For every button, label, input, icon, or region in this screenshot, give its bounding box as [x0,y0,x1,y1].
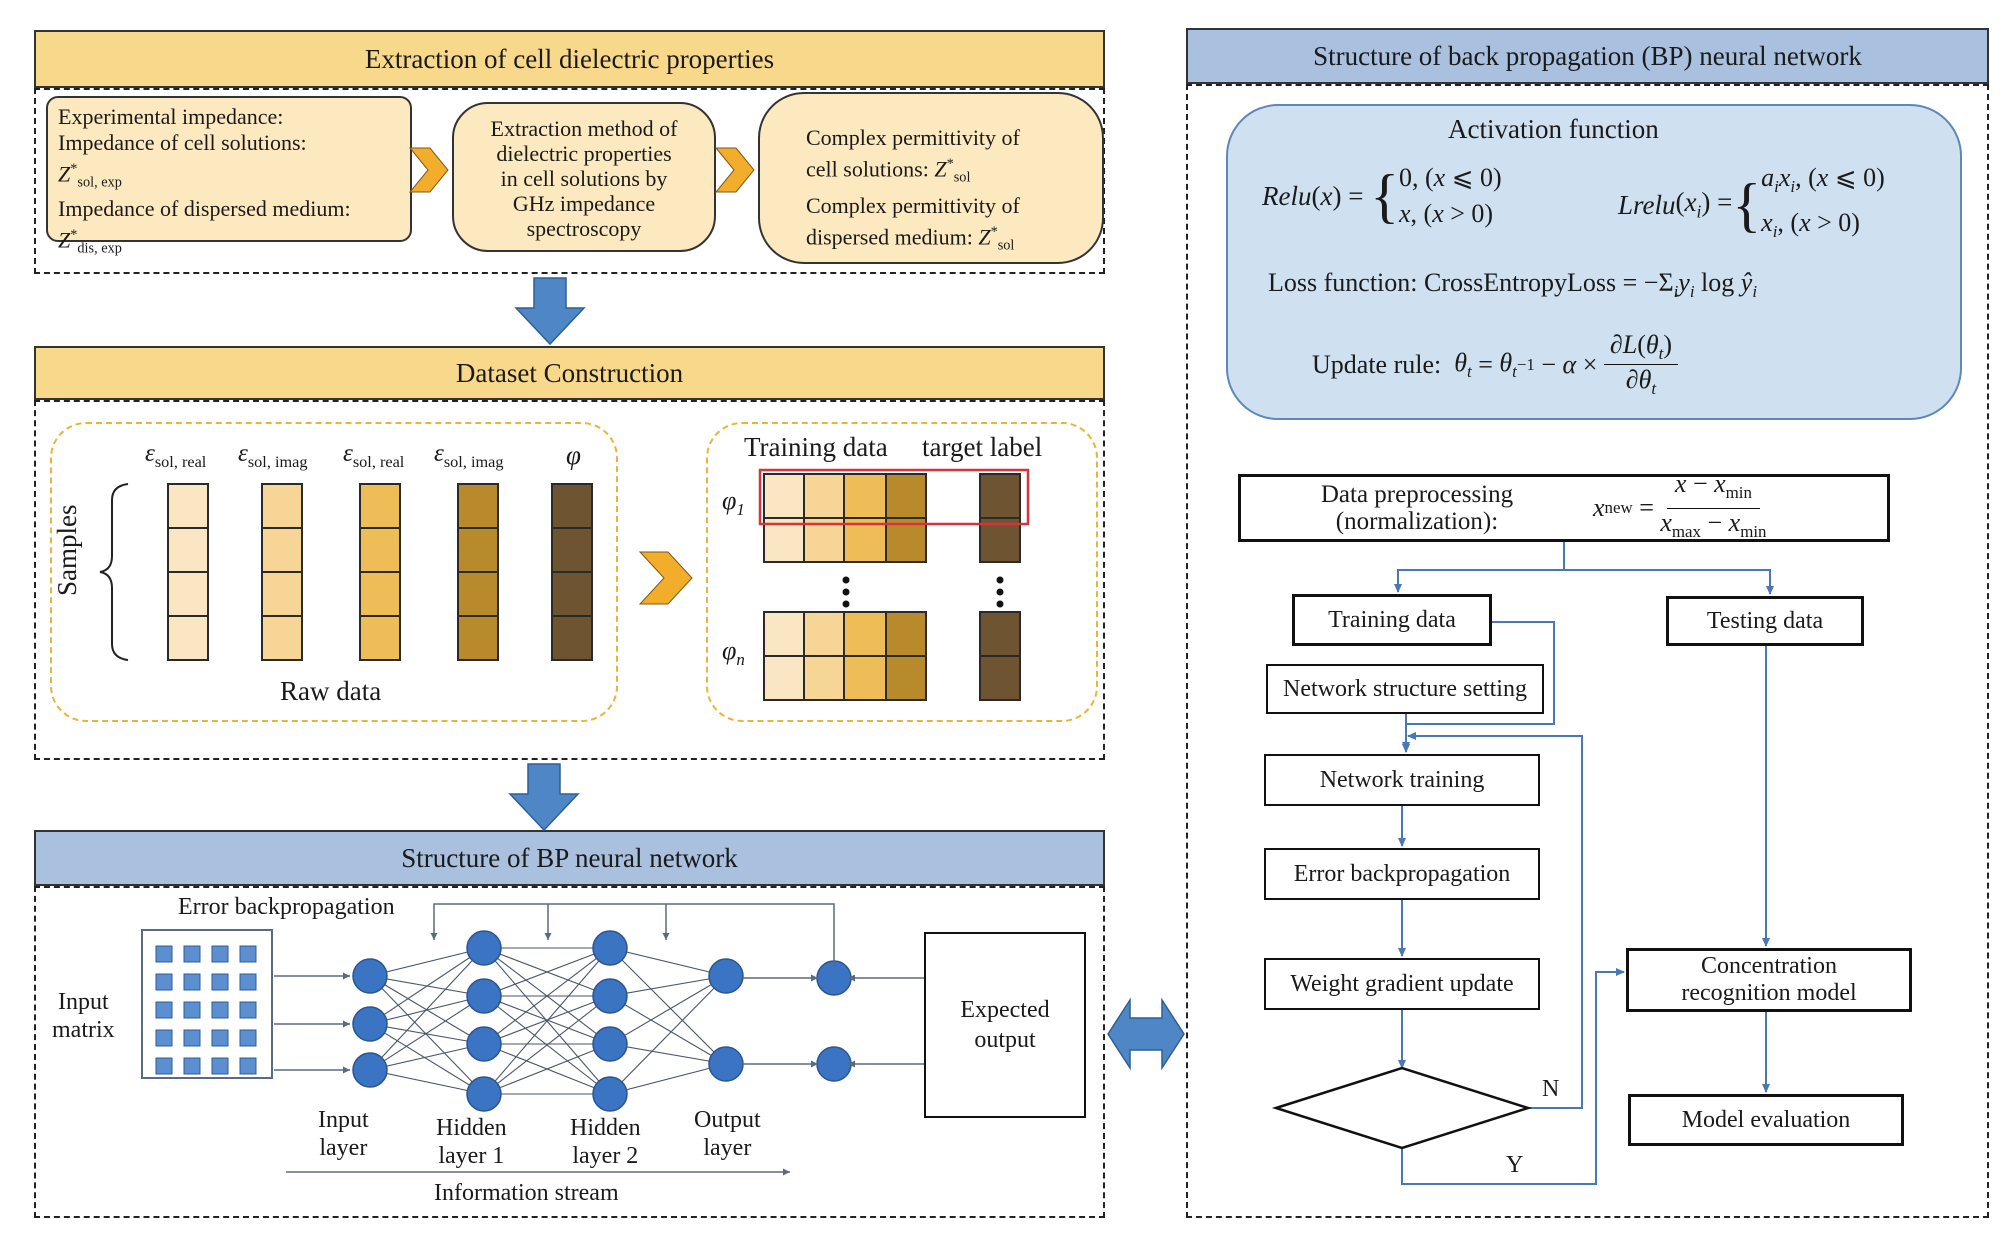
activation-box [1226,104,1962,420]
complex-permittivity-box: Complex permittivity of cell solutions: … [758,92,1104,264]
preprocessing-label: Data preprocessing (normalization): [1320,481,1514,535]
network-training-step: Network training [1264,754,1540,806]
input-matrix-label: Input matrix [52,989,115,1043]
output-layer-label: Output layer [694,1107,761,1161]
lrelu-formula: Lrelu(xi) = { aixi, (x ⩽ 0) xi, (x > 0) [1618,163,1885,242]
target-label-text: target label [922,432,1043,462]
down-arrow-icon-1 [514,277,586,346]
error-bp-label: Error backpropagation [178,894,395,920]
col-label-1: εsol, real [145,440,207,471]
phi-n-label: φn [722,636,745,670]
exp-impedance-line: Experimental impedance: [58,104,284,129]
right-title: Structure of back propagation (BP) neura… [1186,28,1989,84]
testing-data-step: Testing data [1666,596,1864,646]
dispersed-medium-perm: dispersed medium: Z*sol [806,223,1015,254]
right-panel [1186,84,1989,1218]
relu-formula: Relu(x) = { 0, (x ⩽ 0) x, (x > 0) [1262,163,1502,229]
col-label-4: εsol, imag [434,440,504,471]
yes-label: Y [1506,1152,1524,1178]
weight-gradient-update-step: Weight gradient update [1264,958,1540,1010]
raw-data-box [50,422,618,722]
cell-solutions-perm: cell solutions: Z*sol [806,156,971,186]
extraction-method-box: Extraction method of dielectric properti… [452,102,716,252]
z-dis-exp: Z*dis, exp [58,226,122,257]
error-backpropagation-step: Error backpropagation [1264,848,1540,900]
epochs-label: Epochs? [1358,1096,1440,1122]
input-layer-label: Input layer [318,1107,369,1161]
bp-title: Structure of BP neural network [34,830,1105,886]
bp-panel [34,886,1105,1218]
information-stream-label: Information stream [434,1180,619,1206]
complex-permittivity-line1: Complex permittivity of [806,125,1020,150]
down-arrow-icon-2 [508,763,580,832]
extraction-title: Extraction of cell dielectric properties [34,30,1105,88]
network-structure-setting-step: Network structure setting [1266,664,1544,714]
update-rule: Update rule: θt = θt−1 − α × ∂L(θt) ∂θt [1312,330,1679,399]
expected-output-box: Expected output [924,932,1086,1118]
loss-function: Loss function: CrossEntropyLoss = −Σiyi … [1268,268,1758,302]
activation-title: Activation function [1448,114,1659,144]
bidirectional-arrow-icon [1107,997,1185,1071]
samples-label: Samples [52,504,82,597]
training-data-box [706,422,1098,722]
dispersed-medium-impedance-line: Impedance of dispersed medium: [58,195,351,221]
model-evaluation-step: Model evaluation [1628,1094,1904,1146]
cell-solutions-impedance-line: Impedance of cell solutions: [58,130,307,155]
concentration-recognition-model-step: Concentration recognition model [1626,948,1912,1012]
hidden-layer-1-label: Hidden layer 1 [436,1115,507,1169]
hidden-layer-2-label: Hidden layer 2 [570,1115,641,1169]
col-label-2: εsol, imag [238,440,308,471]
extraction-panel [34,88,1105,274]
training-data-label: Training data [744,432,888,462]
phi-1-label: φ1 [722,486,745,520]
dataset-title: Dataset Construction [34,346,1105,400]
dataset-panel [34,400,1105,760]
z-sol-exp: Z*sol, exp [58,161,122,191]
experimental-impedance-box: Experimental impedance: Impedance of cel… [46,96,412,256]
col-label-phi: φ [566,440,581,470]
training-data-step: Training data [1292,594,1492,646]
raw-data-label: Raw data [280,676,382,706]
no-label: N [1542,1076,1560,1102]
col-label-3: εsol, real [343,440,405,471]
complex-permittivity-line3: Complex permittivity of [806,192,1020,218]
